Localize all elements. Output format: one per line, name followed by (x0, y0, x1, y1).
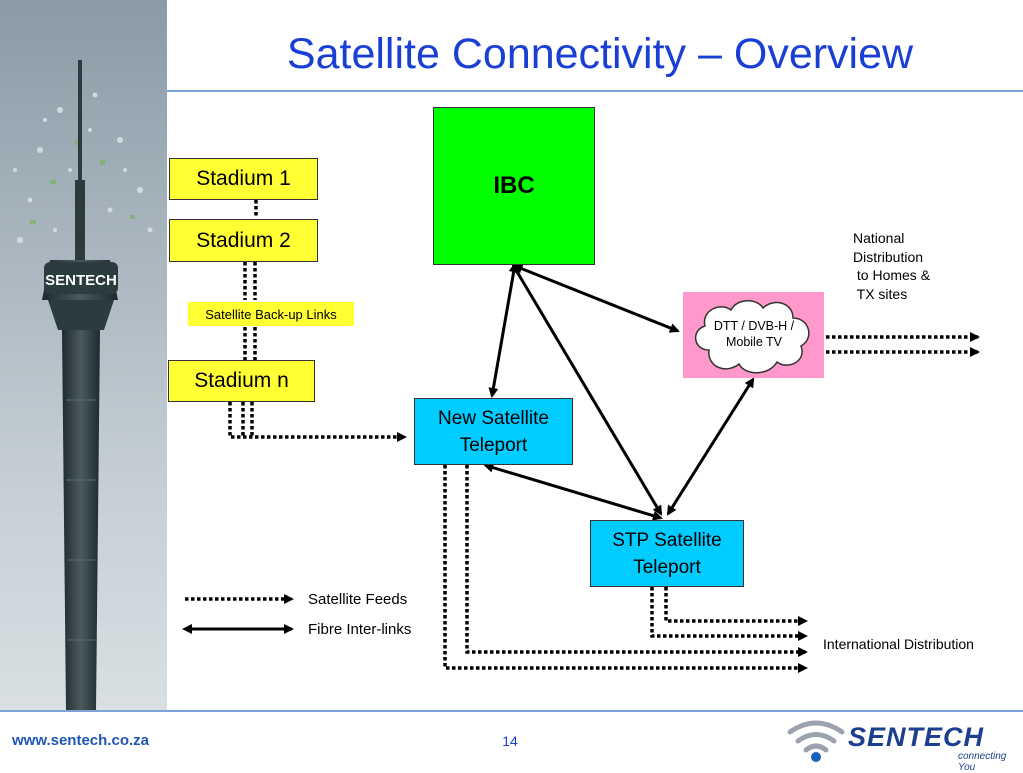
dtt-label-line2: Mobile TV (725, 335, 783, 349)
sidebar-tower-image: SENTECH (0, 0, 167, 710)
intl-feed-new-teleport-2 (465, 465, 808, 657)
dtt-label: DTT / DVB-H / Mobile TV (695, 318, 813, 350)
international-distribution-label: International Distribution (823, 636, 974, 652)
stadium-n-box: Stadium n (168, 360, 315, 402)
wifi-logo-icon (787, 720, 845, 762)
dtt-cloud-shape (695, 300, 810, 374)
stadium-1-label: Stadium 1 (196, 167, 291, 190)
backup-links-label: Satellite Back-up Links (188, 302, 354, 326)
stp-satellite-teleport-box: STP Satellite Teleport (590, 520, 744, 587)
slide-title: Satellite Connectivity – Overview (286, 30, 914, 78)
stadium-2-label: Stadium 2 (196, 228, 291, 252)
tower-sign-text: SENTECH (45, 272, 117, 289)
legend-fibre-interlinks: Fibre Inter-links (308, 621, 412, 638)
fibre-ibc-dtt (512, 264, 680, 333)
ibc-label: IBC (493, 172, 535, 199)
dtt-label-line1: DTT / DVB-H / (713, 319, 795, 333)
footer-divider (0, 710, 1023, 712)
legend-satellite-feeds: Satellite Feeds (308, 591, 408, 608)
intl-feed-new-teleport-1 (443, 465, 808, 673)
website-link[interactable]: www.sentech.co.za (12, 732, 149, 749)
sentech-logo: SENTECH connecting You (786, 716, 1018, 773)
stadium-2-box: Stadium 2 (169, 219, 318, 262)
page-number: 14 (502, 733, 518, 749)
intl-feed-stp-2 (664, 587, 808, 626)
intl-feed-stp-1 (650, 587, 808, 641)
fibre-newteleport-stp (483, 462, 663, 521)
title-divider (167, 90, 1023, 92)
fibre-ibc-stp (511, 263, 663, 516)
fibre-ibc-newteleport (488, 262, 519, 398)
stp-teleport-line2: Teleport (633, 556, 701, 578)
new-teleport-line1: New Satellite (438, 407, 549, 429)
stadium-1-box: Stadium 1 (169, 158, 318, 200)
new-satellite-teleport-box: New Satellite Teleport (414, 398, 573, 465)
new-teleport-line2: Teleport (459, 434, 528, 456)
stadium-n-label: Stadium n (194, 369, 289, 392)
tv-tower-illustration: SENTECH (13, 60, 153, 710)
feed-stadium-to-teleport (228, 402, 407, 442)
logo-tagline: connecting You (958, 751, 1007, 773)
stp-teleport-line1: STP Satellite (612, 529, 722, 551)
logo-wordmark: SENTECH (848, 722, 985, 752)
fibre-dtt-stp (666, 377, 755, 516)
national-distribution-label: National Distribution to Homes & TX site… (853, 230, 931, 302)
ibc-box: IBC (433, 107, 595, 265)
